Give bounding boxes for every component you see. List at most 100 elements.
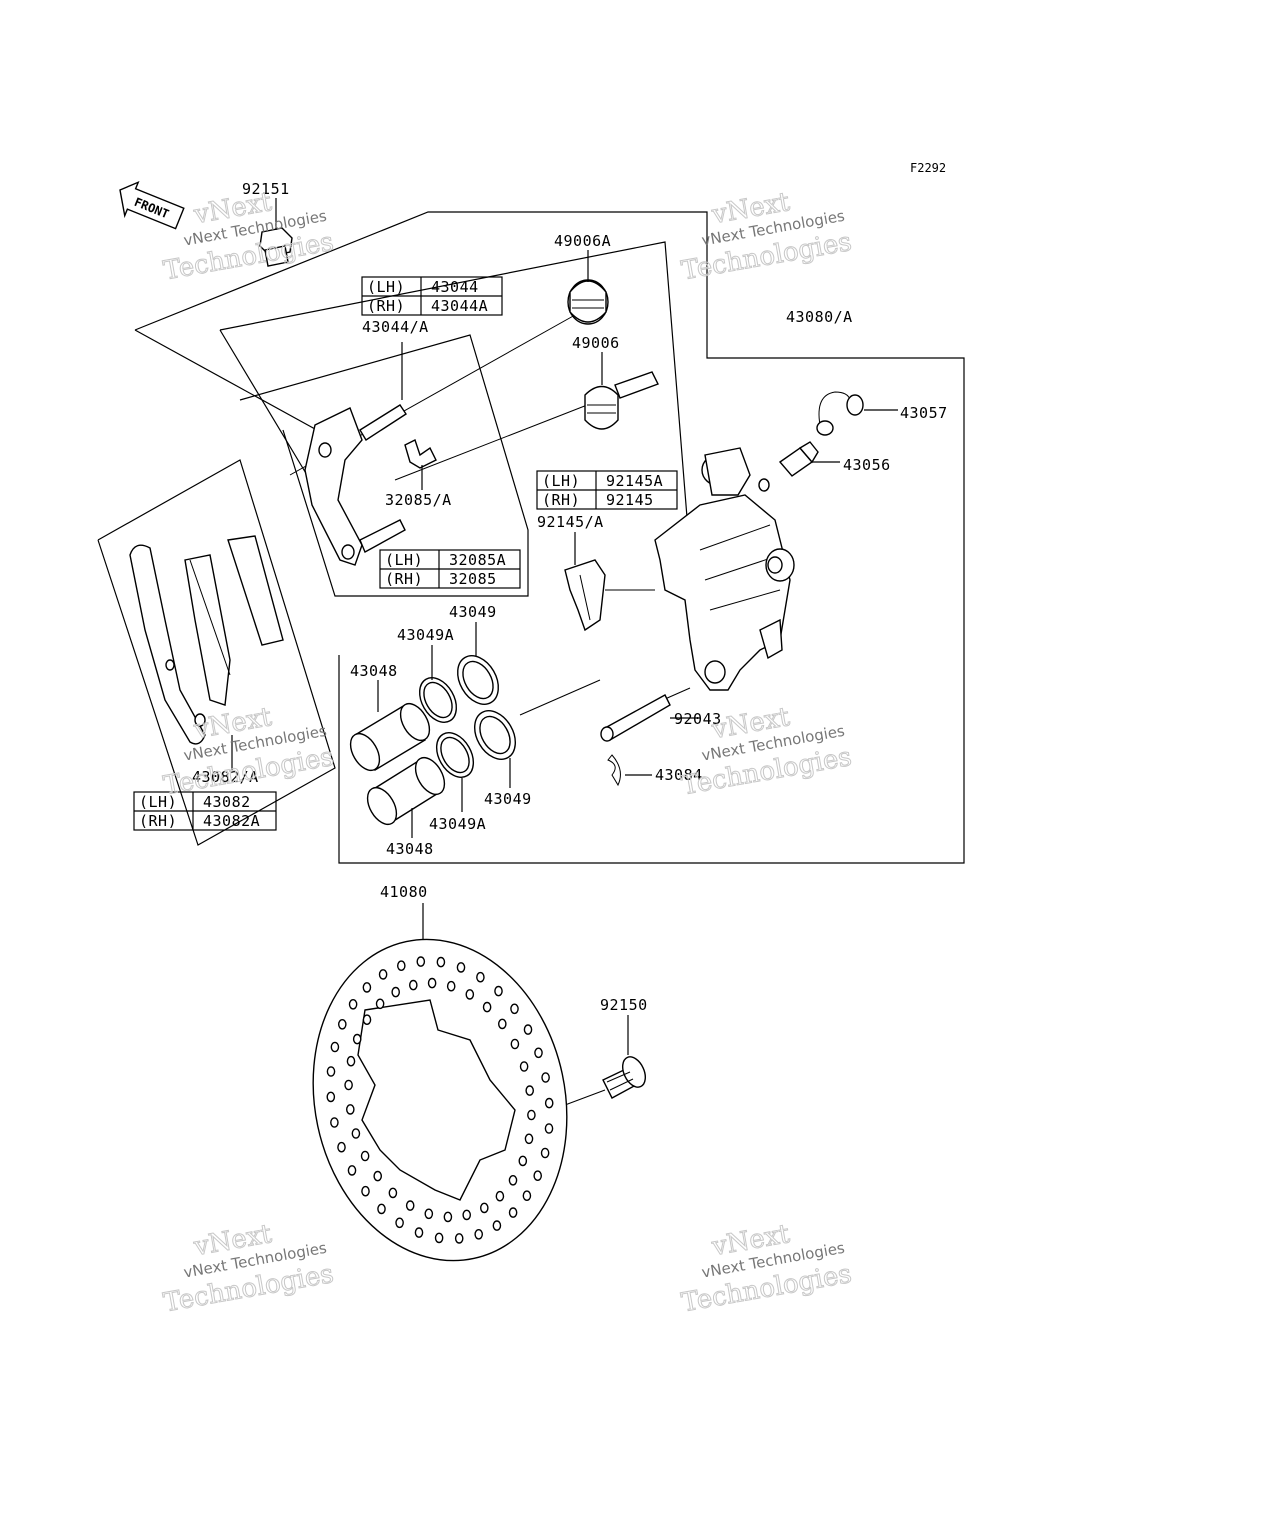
disc-hole (362, 1014, 372, 1026)
disc-hole (533, 1170, 543, 1181)
disc-hole (454, 1233, 464, 1244)
disc-hole (361, 1185, 370, 1197)
disc-hole (518, 1155, 528, 1167)
disc-hole (416, 956, 426, 967)
table-32085-r1-side: (RH) (385, 570, 423, 588)
table-32085: (LH) 32085A (RH) 32085 (379, 549, 521, 589)
disc-hole (378, 969, 388, 980)
piston-43048-bottom (366, 756, 446, 838)
table-43082-r0-part: 43082 (203, 793, 251, 811)
disc-hole (479, 1202, 489, 1214)
disc-hole (508, 1207, 518, 1218)
disc-hole (414, 1227, 424, 1238)
disc-hole (436, 956, 446, 968)
table-43082: (LH) 43082 (RH) 43082A (133, 791, 277, 831)
bracket-43044 (304, 342, 407, 566)
disc-hole (345, 1104, 355, 1115)
disc-hole (534, 1047, 543, 1059)
label-43082A: 43082/A (192, 768, 259, 786)
label-43048-bottom: 43048 (386, 840, 434, 858)
disc-hole (346, 1055, 356, 1067)
disc-hole (510, 1038, 520, 1050)
disc-hole (330, 1041, 340, 1053)
brake-disc-41080 (312, 903, 568, 1262)
disc-hole (544, 1097, 554, 1109)
table-92145-r1-part: 92145 (606, 491, 654, 509)
label-43049A-bottom: 43049A (429, 815, 486, 833)
pin-92043 (600, 694, 700, 742)
label-43056: 43056 (843, 456, 891, 474)
disc-hole (443, 1211, 453, 1223)
disc-hole (495, 1190, 505, 1202)
disc-hole (541, 1072, 550, 1083)
disc-hole (540, 1147, 550, 1159)
bleed-valve-43056 (778, 441, 840, 477)
disc-hole (405, 1200, 415, 1211)
assembly-outline (97, 211, 965, 1106)
label-41080: 41080 (380, 883, 428, 901)
disc-hole (388, 1187, 398, 1199)
label-32085A: 32085/A (385, 491, 452, 509)
label-43048-top: 43048 (350, 662, 398, 680)
disc-hole (337, 1019, 347, 1030)
label-43080A: 43080/A (786, 308, 853, 326)
watermark-bottom-right: vNext vNext Technologies Technologies (679, 1219, 855, 1319)
disc-hole (510, 1003, 519, 1015)
disc-hole (330, 1117, 339, 1128)
disc-hole (482, 1001, 492, 1013)
watermark-bottom-left: vNext vNext Technologies Technologies (161, 1219, 337, 1319)
label-92151: 92151 (242, 180, 290, 198)
bolt-92150 (602, 1015, 647, 1099)
seal-43049-top (457, 622, 499, 705)
disc-hole (337, 1141, 346, 1153)
disc-hole (492, 1220, 502, 1231)
table-43082-r1-side: (RH) (139, 812, 177, 830)
seal-43049A-bottom (435, 732, 475, 812)
caliper-body (654, 447, 795, 691)
table-43044: (LH) 43044 (RH) 43044A (361, 276, 503, 316)
clip-32085 (404, 439, 437, 490)
label-43049-top: 43049 (449, 603, 497, 621)
table-32085-r0-side: (LH) (385, 551, 423, 569)
front-arrow-icon: FRONT (119, 180, 185, 230)
table-43082-r1-part: 43082A (203, 812, 260, 830)
disc-hole (344, 1079, 353, 1091)
label-43057: 43057 (900, 404, 948, 422)
seal-43049-bottom (474, 710, 516, 788)
boot-49006A (567, 250, 609, 325)
disc-hole (347, 1165, 357, 1176)
disc-holes (326, 956, 554, 1244)
seal-43049A-top (418, 645, 458, 723)
spring-92145 (564, 532, 606, 632)
disc-hole (494, 985, 503, 997)
disc-hole (446, 980, 456, 992)
label-92043: 92043 (674, 710, 722, 728)
disc-hole (544, 1123, 554, 1134)
disc-hole (427, 977, 437, 989)
table-32085-r0-part: 32085A (449, 551, 506, 569)
piston-43048-top (349, 680, 431, 772)
disc-hole (527, 1109, 536, 1121)
pin-boot-49006 (584, 352, 659, 430)
disc-hole (391, 986, 401, 998)
disc-hole (352, 1033, 362, 1045)
table-92145-r1-side: (RH) (542, 491, 580, 509)
disc-hole (396, 960, 406, 972)
label-92145A: 92145/A (537, 513, 604, 531)
disc-hole (462, 1209, 472, 1221)
disc-hole (424, 1208, 434, 1220)
watermark-top-left: vNext vNext Technologies Technologies (161, 187, 337, 287)
disc-hole (465, 989, 475, 1000)
disc-hole (348, 999, 358, 1010)
table-43044-r1-side: (RH) (367, 297, 405, 315)
table-92145: (LH) 92145A (RH) 92145 (536, 470, 678, 510)
table-92145-r0-side: (LH) (542, 472, 580, 490)
disc-hole (373, 1170, 383, 1182)
disc-hole (476, 971, 485, 983)
disc-hole (523, 1024, 533, 1035)
table-43044-r0-part: 43044 (431, 278, 479, 296)
label-43049-bottom: 43049 (484, 790, 532, 808)
disc-hole (522, 1190, 532, 1201)
disc-hole (519, 1061, 529, 1072)
